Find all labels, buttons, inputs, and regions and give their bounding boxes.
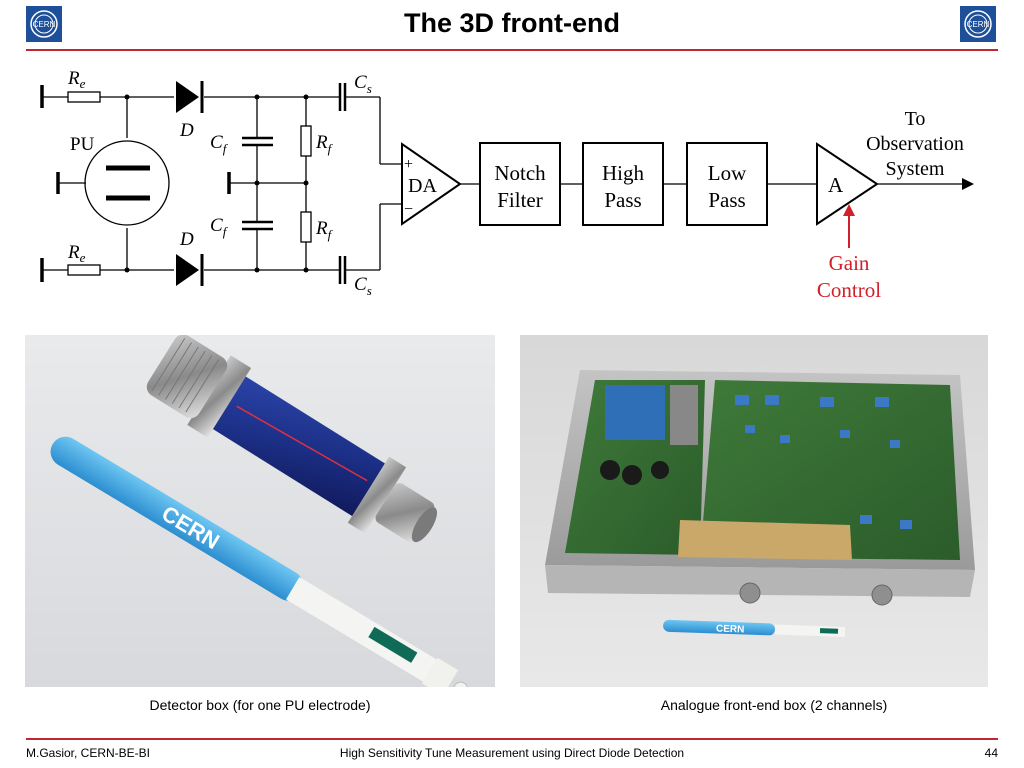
svg-text:Cs: Cs (354, 274, 372, 298)
logo-text: CERN (967, 20, 990, 29)
re-top-sub: e (80, 76, 86, 91)
da-plus-label: + (404, 156, 413, 173)
svg-text:Re: Re (67, 242, 86, 265)
cs-bottom-label: C (354, 274, 367, 295)
logo-text: CERN (33, 20, 56, 29)
cf-bottom-label: C (210, 215, 223, 236)
footer-talk-title: High Sensitivity Tune Measurement using … (339, 746, 685, 760)
front-end-diagram: Re Re D D PU Cf Cf Rf Rf Cs Cs + − DA No… (40, 68, 974, 302)
detector-box-photo: CERN (25, 335, 495, 687)
diode-bottom-label: D (179, 229, 194, 250)
rf-bottom-label: R (315, 218, 328, 239)
da-label: DA (408, 175, 437, 197)
svg-text:Cf: Cf (210, 132, 229, 156)
rf-top-label: R (315, 132, 328, 153)
diode-top-label: D (179, 120, 194, 141)
notch-line1: Notch (494, 161, 546, 185)
cern-logo: CERN (960, 6, 996, 42)
pen-brand-text-small: CERN (716, 623, 745, 635)
re-top-label: R (67, 68, 80, 89)
obs-line3: System (886, 158, 945, 180)
svg-text:Rf: Rf (315, 218, 334, 242)
slide-title: The 3D front-end (404, 8, 620, 38)
cf-top-label: C (210, 132, 223, 153)
svg-text:Cf: Cf (210, 215, 229, 239)
cf-bottom-sub: f (223, 224, 229, 239)
cern-logo: CERN (26, 6, 62, 42)
lowpass-line1: Low (708, 161, 747, 185)
page-number: 44 (984, 746, 998, 760)
right-photo-caption: Analogue front-end box (2 channels) (660, 697, 888, 713)
rf-bottom-sub: f (328, 227, 334, 242)
header-divider (26, 49, 998, 51)
footer-divider (26, 738, 998, 740)
svg-text:Re: Re (67, 68, 86, 91)
cf-top-sub: f (223, 141, 229, 156)
footer-author: M.Gasior, CERN-BE-BI (26, 746, 151, 760)
cs-bottom-sub: s (367, 283, 372, 298)
cs-top-sub: s (367, 81, 372, 96)
da-minus-label: − (404, 201, 413, 218)
cs-top-label: C (354, 72, 367, 93)
obs-line1: To (905, 108, 926, 130)
svg-text:Cs: Cs (354, 72, 372, 96)
gain-line2: Control (817, 278, 881, 302)
highpass-line2: Pass (604, 188, 641, 212)
frontend-box-photo: CERN (520, 335, 988, 687)
obs-line2: Observation (866, 133, 964, 155)
re-bottom-sub: e (80, 250, 86, 265)
pu-label: PU (70, 134, 95, 155)
re-bottom-label: R (67, 242, 80, 263)
amp-label: A (828, 173, 844, 197)
lowpass-line2: Pass (708, 188, 745, 212)
highpass-line1: High (602, 161, 645, 185)
left-photo-caption: Detector box (for one PU electrode) (149, 697, 371, 713)
svg-text:Rf: Rf (315, 132, 334, 156)
gain-line1: Gain (829, 251, 870, 275)
rf-top-sub: f (328, 141, 334, 156)
notch-line2: Filter (497, 188, 543, 212)
